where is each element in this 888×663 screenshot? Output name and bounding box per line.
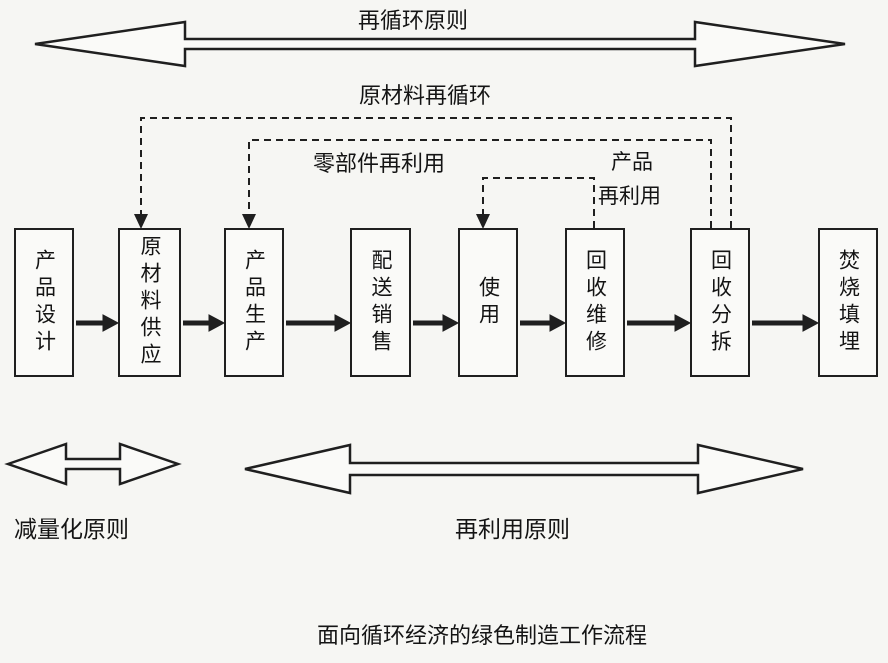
raw-material-recycle-label: 原材料再循环	[358, 83, 492, 108]
process-box-raw-material-supply: 原材料供应	[118, 228, 181, 377]
feedback-paths	[140, 117, 732, 228]
process-box-product-production: 产品生产	[224, 228, 284, 377]
flow-arrows	[76, 314, 820, 332]
process-box-recycle-disassembly: 回收分拆	[690, 228, 750, 377]
parts-reuse-path	[248, 139, 712, 228]
process-box-label: 回收分拆	[708, 248, 732, 357]
product-reuse-label-line2: 再利用	[598, 185, 661, 208]
process-box-label: 原材料供应	[138, 235, 161, 370]
diagram-caption: 面向循环经济的绿色制造工作流程	[316, 623, 648, 648]
recycle-principle-label: 再循环原则	[357, 8, 469, 33]
process-box-label: 配送销售	[369, 248, 392, 357]
product-reuse-label-line1: 产品	[611, 151, 653, 174]
reduction-principle-label: 减量化原则	[14, 516, 129, 542]
process-box-product-design: 产品设计	[14, 228, 74, 377]
reuse-principle-arrow	[244, 443, 804, 495]
reuse-principle-label: 再利用原则	[455, 516, 570, 542]
product-reuse-path	[482, 177, 595, 228]
reduction-principle-arrow	[4, 442, 182, 486]
feedback-arrowheads	[134, 214, 490, 229]
process-box-label: 焚烧填埋	[836, 248, 860, 357]
process-box-label: 回收维修	[583, 248, 607, 357]
process-box-label: 产品生产	[242, 248, 266, 357]
process-box-label: 使用	[476, 275, 500, 330]
process-box-incineration-landfill: 焚烧填埋	[818, 228, 878, 377]
recycle-principle-arrow	[34, 20, 846, 68]
parts-reuse-label: 零部件再利用	[312, 151, 446, 176]
process-box-use: 使用	[458, 228, 518, 377]
process-box-recycle-repair: 回收维修	[565, 228, 625, 377]
process-box-label: 产品设计	[32, 248, 56, 357]
raw-material-recycle-path	[140, 117, 732, 228]
process-box-distribution-sales: 配送销售	[350, 228, 411, 377]
